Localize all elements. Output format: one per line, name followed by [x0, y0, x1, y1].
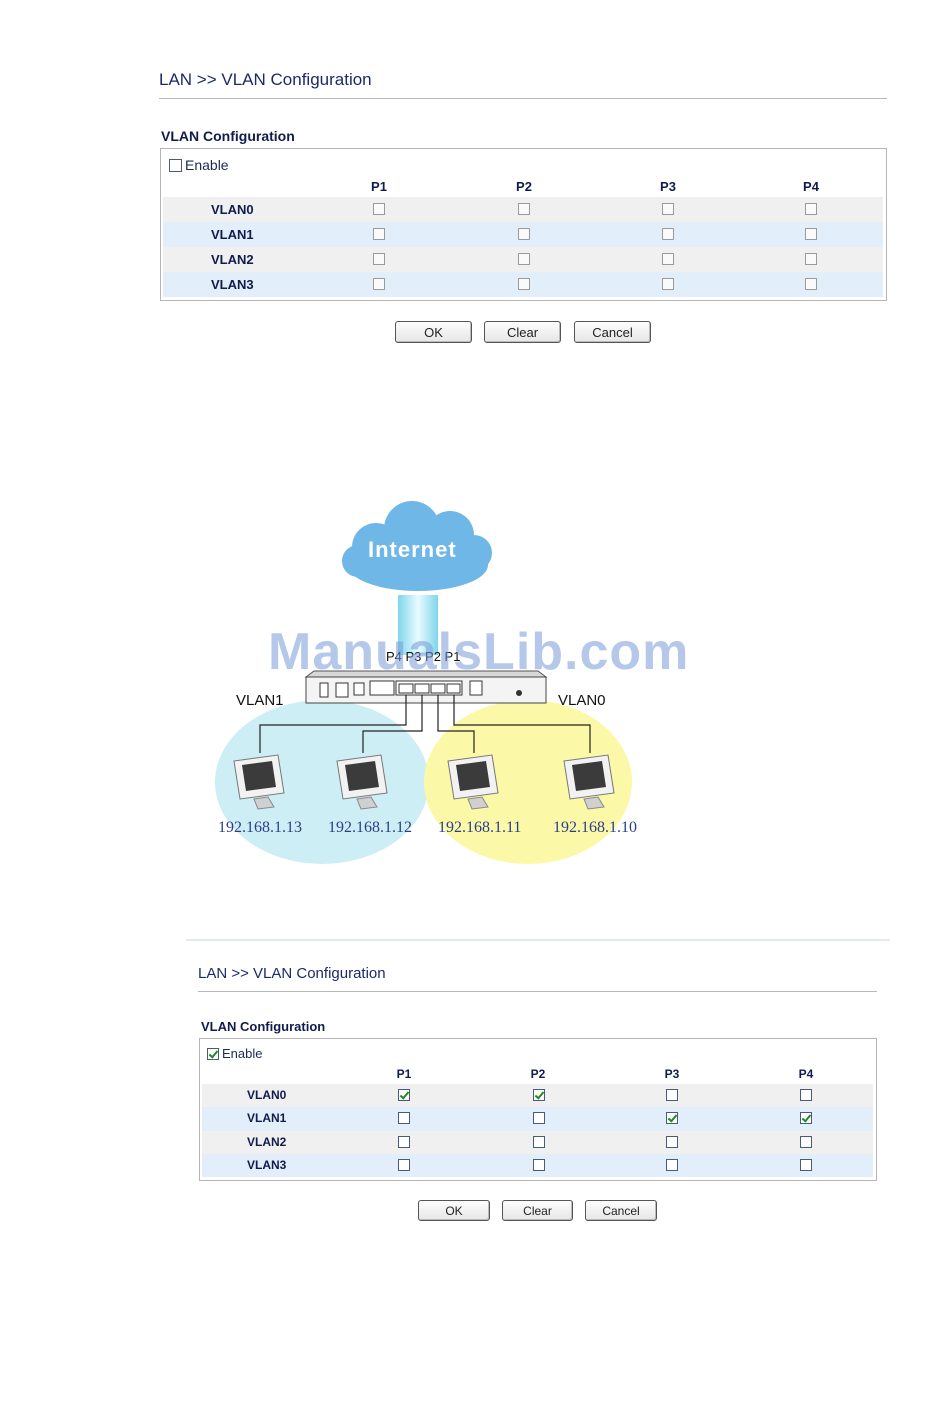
vlan-row-label: VLAN3: [247, 1157, 287, 1172]
vlan-port-checkbox[interactable]: [805, 203, 817, 215]
vlan-port-checkbox[interactable]: [800, 1089, 812, 1101]
vlan-port-checkbox[interactable]: [373, 203, 385, 215]
host-ip-10: 192.168.1.10: [553, 819, 637, 836]
internet-cloud-icon: [342, 501, 492, 591]
vlan-port-checkbox[interactable]: [398, 1158, 410, 1171]
pc-icon: [447, 754, 499, 810]
enable-label: Enable: [222, 1046, 263, 1061]
ok-button[interactable]: OK: [418, 1200, 490, 1221]
vlan0-zone: [424, 700, 632, 864]
vlan-port-checkbox[interactable]: [666, 1135, 678, 1148]
vlan-port-checkbox[interactable]: [533, 1158, 545, 1171]
vlan-port-checkbox[interactable]: [398, 1135, 410, 1148]
vlan-port-checkbox[interactable]: [373, 278, 385, 290]
port-header-p4: P4: [798, 1067, 814, 1081]
enable-checkbox[interactable]: [207, 1047, 219, 1060]
diagram-svg: [215, 501, 632, 864]
cancel-button[interactable]: Cancel: [585, 1200, 657, 1221]
title-divider: [159, 98, 887, 99]
pc-icon: [563, 754, 615, 810]
vlan-port-checkbox[interactable]: [805, 278, 817, 290]
vlan0-label: VLAN0: [558, 692, 606, 709]
vlan-row-label: VLAN1: [247, 1111, 287, 1126]
port-labels: P4 P3 P2 P1: [386, 649, 461, 664]
vlan-port-checkbox[interactable]: [666, 1089, 678, 1101]
port-header-p3: P3: [660, 179, 676, 194]
vlan-port-checkbox[interactable]: [800, 1158, 812, 1171]
vlan-port-checkbox[interactable]: [805, 228, 817, 240]
vlan-network-diagram: Internet P4 P3 P2 P1 VLAN1 VLAN0 192.168…: [198, 497, 662, 869]
vlan1-zone: [215, 700, 429, 864]
port-header-p2: P2: [530, 1067, 546, 1081]
vlan-port-checkbox[interactable]: [373, 228, 385, 240]
enable-label: Enable: [185, 157, 229, 173]
vlan-port-checkbox[interactable]: [800, 1112, 812, 1125]
section-title: VLAN Configuration: [161, 128, 295, 144]
port-header-p2: P2: [516, 179, 532, 194]
router-icon: [304, 670, 548, 704]
vlan-port-checkbox[interactable]: [533, 1135, 545, 1148]
vlan-row-label: VLAN1: [211, 227, 254, 242]
vlan-port-checkbox[interactable]: [398, 1089, 410, 1101]
clear-button[interactable]: Clear: [502, 1200, 573, 1221]
enable-control: Enable: [207, 1046, 262, 1061]
pc-icon: [233, 754, 285, 810]
vlan-port-checkbox[interactable]: [518, 278, 530, 290]
vlan-port-checkbox[interactable]: [662, 278, 674, 290]
port-header-p1: P1: [396, 1067, 412, 1081]
vlan-row-label: VLAN3: [211, 277, 254, 292]
vlan-port-checkbox[interactable]: [662, 228, 674, 240]
vlan-port-checkbox[interactable]: [533, 1112, 545, 1125]
clear-button[interactable]: Clear: [484, 321, 561, 343]
port-header-p1: P1: [371, 179, 387, 194]
vlan-port-checkbox[interactable]: [518, 228, 530, 240]
vlan-row-label: VLAN0: [211, 202, 254, 217]
section-title: VLAN Configuration: [201, 1019, 326, 1034]
uplink-pipe: [398, 595, 438, 655]
cancel-button[interactable]: Cancel: [574, 321, 651, 343]
host-ip-11: 192.168.1.11: [438, 819, 522, 836]
vlan-port-checkbox[interactable]: [518, 253, 530, 265]
port-header-p4: P4: [803, 179, 819, 194]
ok-button[interactable]: OK: [395, 321, 472, 343]
title-divider: [198, 991, 877, 992]
port-header-p3: P3: [664, 1067, 680, 1081]
host-ip-12: 192.168.1.12: [328, 819, 412, 836]
pc-icon: [336, 754, 388, 810]
page-title: LAN >> VLAN Configuration: [159, 70, 372, 89]
vlan-row-label: VLAN2: [211, 252, 254, 267]
vlan-row-label: VLAN2: [247, 1134, 287, 1149]
lan-cables: [259, 695, 591, 753]
vlan-port-checkbox[interactable]: [662, 203, 674, 215]
vlan-port-checkbox[interactable]: [373, 253, 385, 265]
internet-label: Internet: [368, 537, 457, 562]
vlan1-label: VLAN1: [236, 692, 284, 709]
vlan-port-checkbox[interactable]: [533, 1089, 545, 1101]
pc-group: [233, 754, 615, 810]
vlan-port-checkbox[interactable]: [800, 1135, 812, 1148]
host-ip-13: 192.168.1.13: [218, 819, 302, 836]
vlan-row-label: VLAN0: [247, 1088, 287, 1102]
vlan-port-checkbox[interactable]: [666, 1158, 678, 1171]
vlan-port-checkbox[interactable]: [666, 1112, 678, 1125]
enable-control: Enable: [169, 157, 229, 173]
vlan-port-checkbox[interactable]: [398, 1112, 410, 1125]
panel-top-border: [186, 939, 890, 941]
vlan-port-checkbox[interactable]: [805, 253, 817, 265]
enable-checkbox[interactable]: [169, 158, 182, 172]
vlan-port-checkbox[interactable]: [518, 203, 530, 215]
watermark: ManualsLib.com: [268, 623, 690, 681]
vlan-port-checkbox[interactable]: [662, 253, 674, 265]
page-title: LAN >> VLAN Configuration: [198, 965, 386, 982]
